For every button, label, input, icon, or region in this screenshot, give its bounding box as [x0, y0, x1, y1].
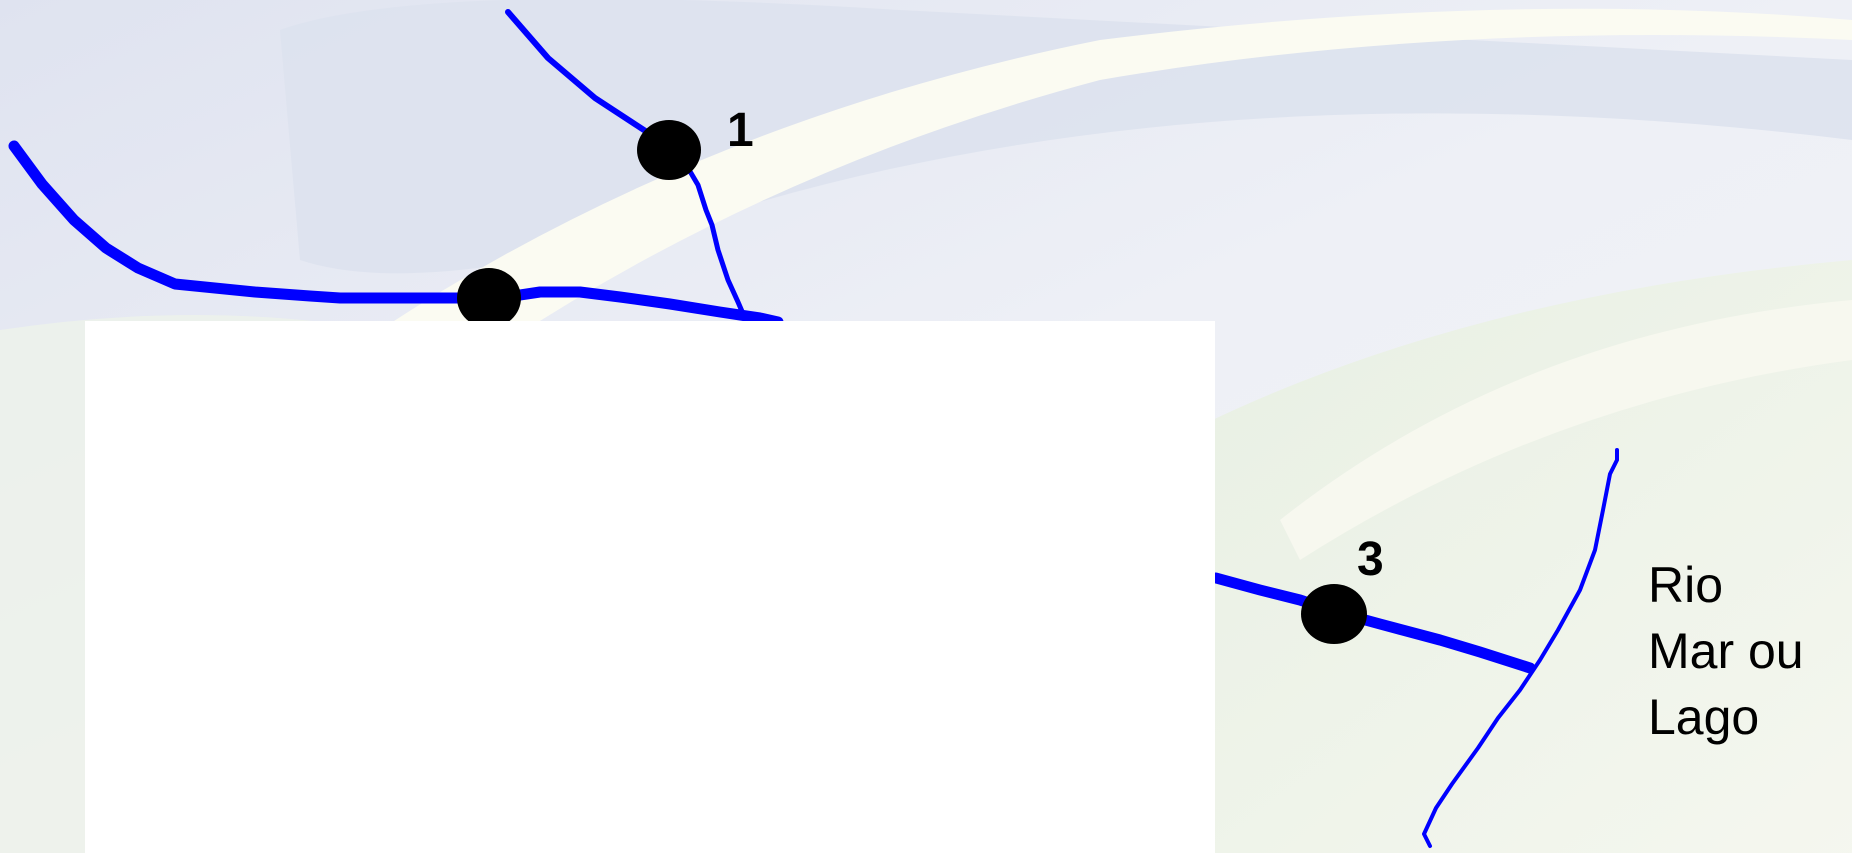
point-3-node	[1301, 584, 1367, 644]
water-body-label-line1: Rio	[1648, 557, 1724, 613]
shoreline-line	[1422, 448, 1619, 848]
white-overlay-box-front	[85, 321, 1215, 853]
main-river-lower-line	[1210, 572, 1536, 674]
tributary-lower-line	[685, 165, 747, 319]
point-1-node	[637, 120, 701, 180]
main-river-line	[8, 140, 784, 328]
water-body-label-line2: Mar ou	[1648, 623, 1804, 679]
water-body-label: Rio Mar ou Lago	[1648, 552, 1804, 750]
point-1-label: 1	[727, 104, 754, 157]
water-body-label-line3: Lago	[1648, 689, 1760, 745]
tributary-upper-line	[505, 9, 653, 137]
point-2-node	[457, 268, 521, 328]
point-3-label: 3	[1357, 533, 1384, 586]
